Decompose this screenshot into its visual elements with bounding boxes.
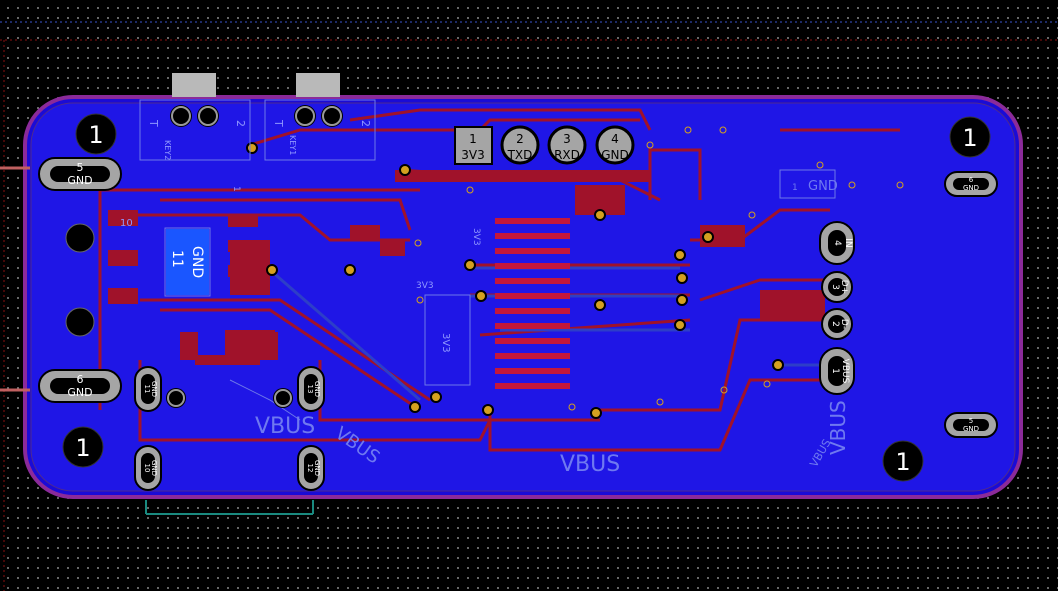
switch-pin-group[interactable] <box>166 105 343 408</box>
header-pin-2[interactable]: 2 TXD <box>500 125 540 165</box>
usb-shield-hole[interactable] <box>65 223 95 253</box>
ic-pad-group[interactable] <box>495 218 570 389</box>
copper-zone <box>395 170 650 182</box>
gnd-pad-name: GND <box>313 381 321 397</box>
header-pin-name: TXD <box>507 148 533 162</box>
gnd-pad-name: GND <box>150 381 158 397</box>
gnd-pad-number: 6 <box>969 176 974 184</box>
small-gnd-pad[interactable]: 12 GND <box>297 445 325 491</box>
usb-pad-number: 4 <box>832 240 842 246</box>
mounting-hole[interactable]: 1 <box>75 113 117 155</box>
silk-switch-label: KEY2 <box>163 140 172 160</box>
header-pin-number: 4 <box>611 132 619 146</box>
header-pin-3[interactable]: 3 RXD <box>547 125 587 165</box>
gnd-pad[interactable] <box>166 229 209 295</box>
header-pin-number: 1 <box>469 132 477 146</box>
silk-component-label: 10 <box>120 218 133 229</box>
usb-pad-name: D+ <box>839 280 849 294</box>
smd-pad <box>228 240 258 252</box>
smd-pad <box>228 265 258 277</box>
usb-shield-hole[interactable] <box>65 307 95 337</box>
gnd-pad-name: GND <box>963 425 979 433</box>
silk-pin-label: T <box>147 119 160 127</box>
mounting-hole-label: 1 <box>75 434 90 462</box>
smd-pad <box>108 288 138 304</box>
smd-pad <box>108 210 138 226</box>
small-gnd-pad[interactable]: 5 GND <box>944 412 998 438</box>
gnd-pad-number: 11 <box>169 250 185 268</box>
switch-body[interactable] <box>172 73 216 97</box>
usb-pad-name: D- <box>839 319 849 329</box>
via-group[interactable] <box>246 142 784 419</box>
small-gnd-pad[interactable]: 13 GND <box>297 366 325 412</box>
gnd-pad-number: 11 <box>143 385 151 394</box>
smd-pad <box>350 225 380 241</box>
usb-gnd-pad[interactable]: 5 GND <box>38 157 122 191</box>
usb-pad-number: 2 <box>830 321 840 327</box>
copper-zone <box>760 290 825 320</box>
header-pin-name: 3V3 <box>461 148 484 162</box>
mounting-hole[interactable]: 1 <box>882 440 924 482</box>
header-pin-number: 2 <box>516 132 524 146</box>
usb-pad-name: GND <box>67 174 92 187</box>
silk-vbus-label: VBUS <box>560 452 620 477</box>
usb-pad-name: VBUS <box>840 359 850 384</box>
gnd-pad-name: GND <box>313 460 321 476</box>
silk-gnd-label: GND <box>808 179 838 194</box>
small-via-group <box>414 126 904 411</box>
mounting-hole-label: 1 <box>88 121 103 149</box>
header-pin-name: GND <box>601 148 629 162</box>
switch-body[interactable] <box>296 73 340 97</box>
gnd-pad-number: 10 <box>143 464 151 473</box>
usb-pad-number: 6 <box>77 373 84 386</box>
smd-pad <box>180 332 198 360</box>
header-pin-1[interactable]: 1 3V3 <box>454 126 493 165</box>
silk-3v3-label: 3V3 <box>471 228 481 246</box>
usb-pad-number: 3 <box>830 284 840 290</box>
smd-pad <box>108 250 138 266</box>
silk-text: 1 <box>231 186 241 192</box>
gnd-pad-name: GND <box>150 460 158 476</box>
usb-pad-dplus[interactable]: 3 D+ <box>821 271 853 303</box>
usb-pad-name: IN <box>843 238 853 247</box>
smd-pad <box>260 332 278 360</box>
usb-pad-number: 5 <box>77 161 84 174</box>
small-gnd-pad[interactable]: 11 GND <box>134 366 162 412</box>
silk-vbus-label: VBUS <box>255 414 315 439</box>
silk-gnd-number: 1 <box>792 183 798 193</box>
usb-pad-number: 1 <box>830 368 840 374</box>
silk-pin-label: T <box>272 119 285 127</box>
smd-pad <box>380 240 405 256</box>
gnd-pad-label: GND <box>189 246 205 278</box>
header-pin-number: 3 <box>563 132 571 146</box>
small-gnd-pad[interactable]: 10 GND <box>134 445 162 491</box>
header-pin-name: RXD <box>554 148 580 162</box>
mounting-hole[interactable]: 1 <box>62 426 104 468</box>
gnd-pad-name: GND <box>963 184 979 192</box>
silk-switch-label: KEY1 <box>288 135 297 155</box>
smd-pad-group[interactable] <box>108 210 405 360</box>
usb-pad-vbus[interactable]: 1 VBUS <box>819 347 855 395</box>
usb-pad-dminus[interactable]: 2 D- <box>821 308 853 340</box>
mounting-hole[interactable]: 1 <box>949 116 991 158</box>
mounting-hole-label: 1 <box>895 448 910 476</box>
silk-pin-label: 2 <box>234 120 247 127</box>
silk-3v3-label: 3V3 <box>440 333 451 353</box>
gnd-pad-number: 5 <box>969 417 973 425</box>
smd-pad <box>228 215 258 227</box>
silkscreen-group <box>139 99 836 421</box>
silk-vbus-label: VBUS <box>826 400 850 455</box>
header-pin-4[interactable]: 4 GND <box>595 125 635 165</box>
silk-3v3-label: 3V3 <box>416 281 434 291</box>
gnd-pad-number: 13 <box>306 385 314 394</box>
usb-gnd-pad[interactable]: 6 GND <box>38 369 122 403</box>
usb-pad-in[interactable]: 4 IN <box>819 221 855 265</box>
gnd-pad-number: 12 <box>306 464 314 473</box>
mounting-hole-label: 1 <box>962 124 977 152</box>
small-gnd-pad[interactable]: 6 GND <box>944 171 998 197</box>
silk-pin-label: 2 <box>359 120 372 127</box>
usb-pad-name: GND <box>67 386 92 399</box>
